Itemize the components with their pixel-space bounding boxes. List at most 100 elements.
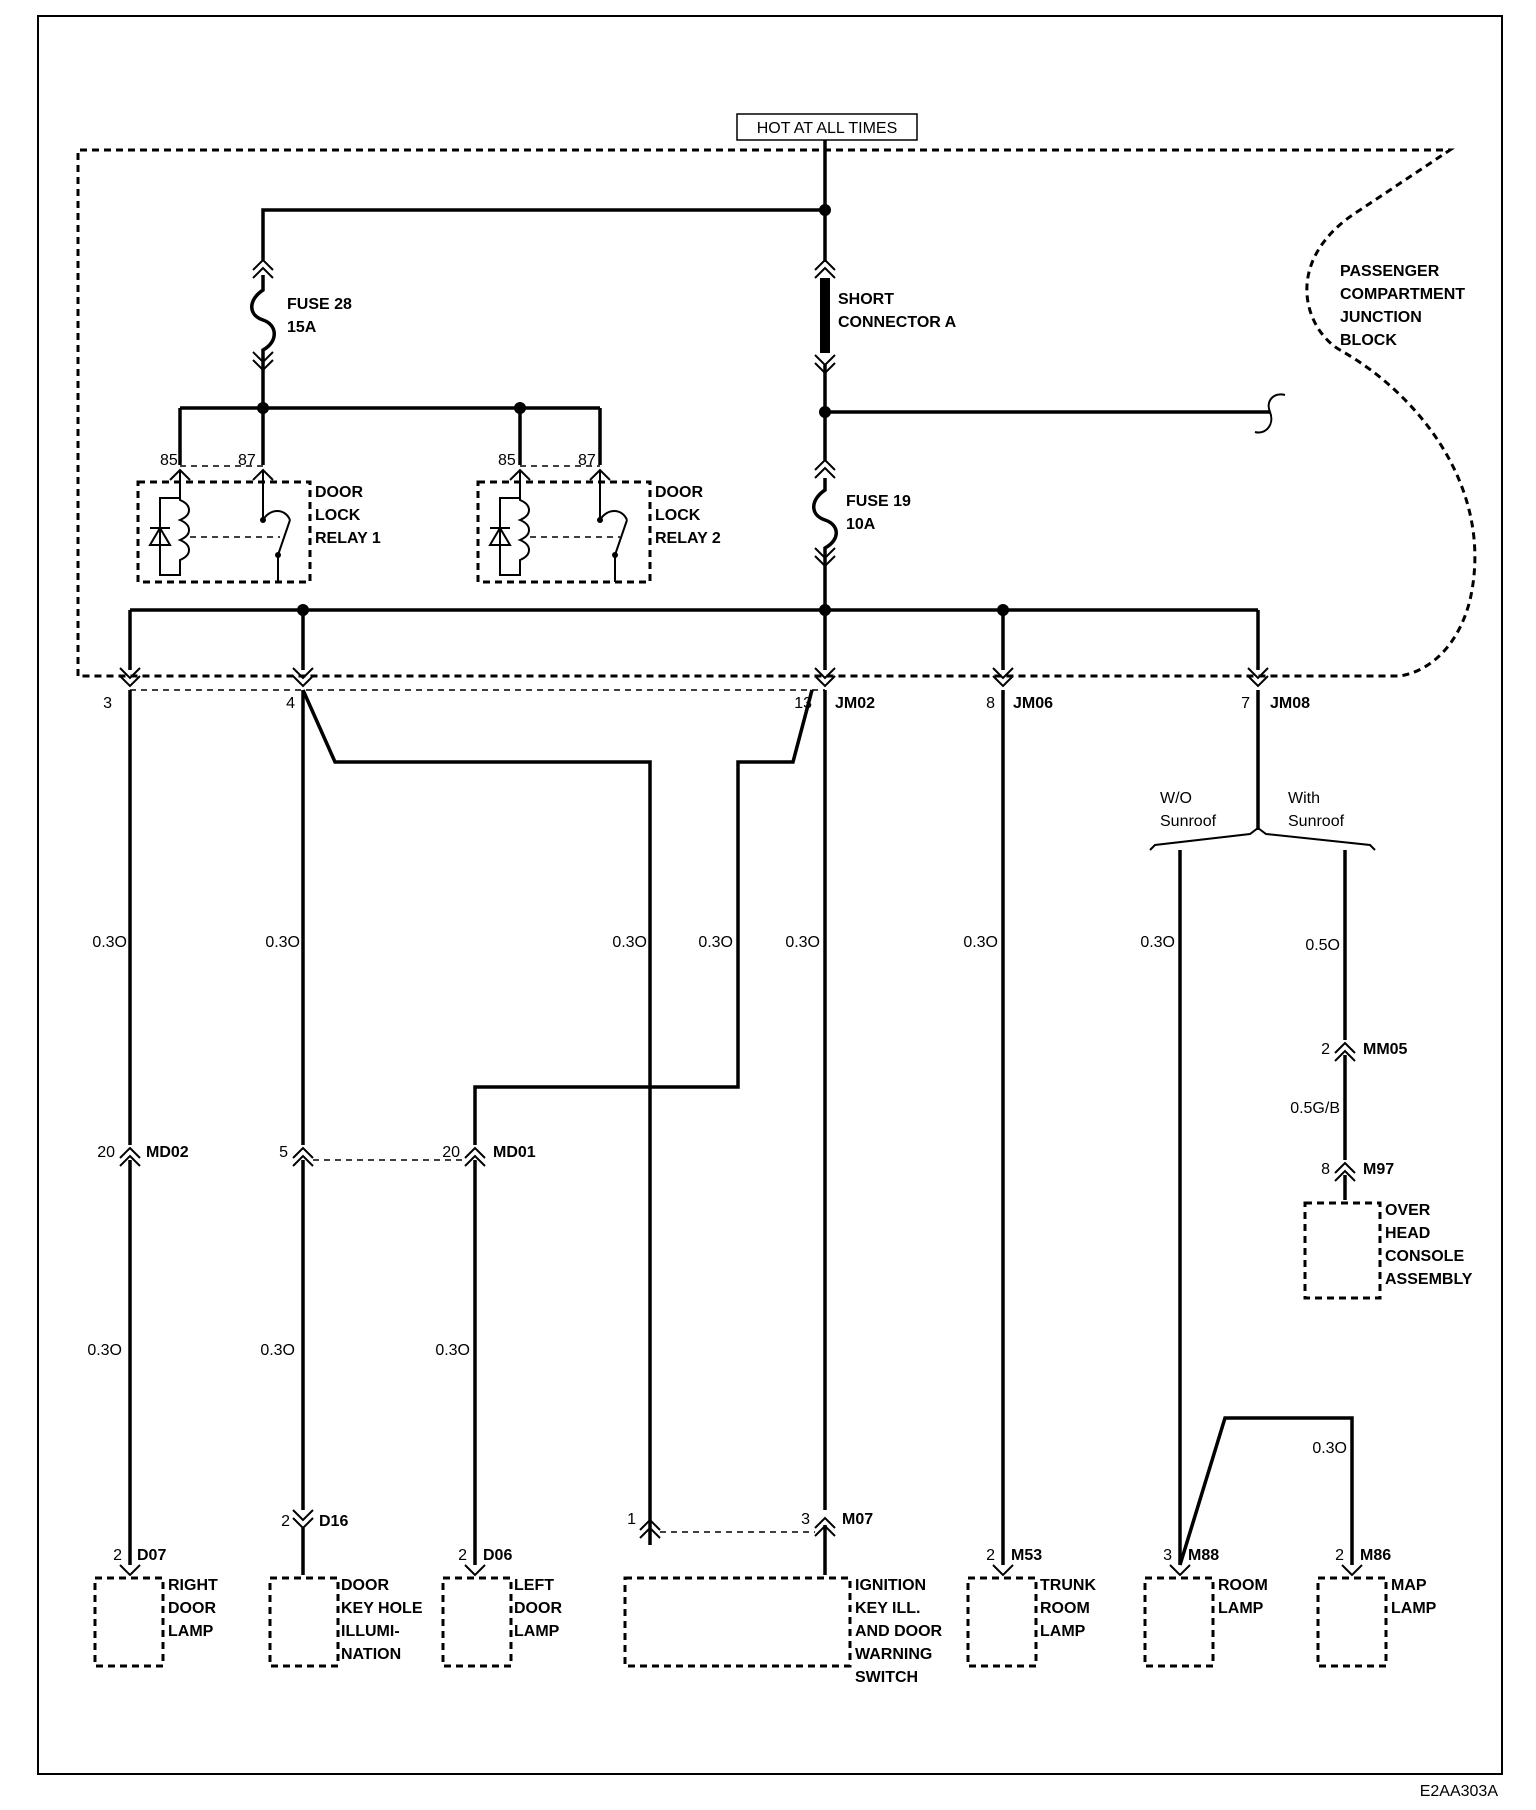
wire-spec-w8: 0.5O xyxy=(1305,937,1340,954)
md02-chevron xyxy=(119,1146,141,1167)
continuation-break xyxy=(1254,393,1286,434)
wire-spec-w13: 0.3O xyxy=(1312,1440,1347,1457)
wire-room-to-map xyxy=(1178,1416,1354,1566)
ignition-switch-box xyxy=(623,1576,852,1668)
jm02-pin3-num: 3 xyxy=(103,695,112,712)
m88-label: M88 xyxy=(1188,1547,1219,1564)
d07-chevron xyxy=(119,1564,141,1577)
jm08-chevron xyxy=(1247,667,1269,688)
m97-chevron xyxy=(1334,1161,1356,1182)
m53-chevron xyxy=(992,1564,1014,1577)
map-lamp-label: MAP LAMP xyxy=(1391,1577,1437,1617)
d06-chevron xyxy=(464,1564,486,1577)
figure-code: E2AA303A xyxy=(1420,1783,1499,1800)
d06-pin-num: 2 xyxy=(458,1547,467,1564)
jm08-label: JM08 xyxy=(1270,695,1310,712)
wire-spec-w1: 0.3O xyxy=(92,934,127,951)
md01-label: MD01 xyxy=(493,1144,536,1161)
md02-label: MD02 xyxy=(146,1144,189,1161)
svg-text:85: 85 xyxy=(498,452,516,469)
svg-text:87: 87 xyxy=(578,452,596,469)
wire-pin4-to-ignition xyxy=(301,689,652,1545)
wire-spec-w10: 0.3O xyxy=(785,934,820,951)
jm06-chevron xyxy=(992,667,1014,688)
wire-spec-w11: 0.3O xyxy=(963,934,998,951)
outer-frame xyxy=(37,15,1503,1775)
md01-pin20-num: 20 xyxy=(442,1144,460,1161)
door-key-hole-box xyxy=(268,1576,340,1668)
trunk-room-lamp-box xyxy=(966,1576,1038,1668)
trunk-room-lamp-label: TRUNK ROOM LAMP xyxy=(1040,1577,1100,1640)
jm06-label: JM06 xyxy=(1013,695,1053,712)
svg-text:87: 87 xyxy=(238,452,256,469)
splice-bus-4 xyxy=(297,604,309,616)
m88-chevron xyxy=(1169,1564,1191,1577)
right-door-lamp-label: RIGHT DOOR LAMP xyxy=(168,1577,222,1640)
m86-chevron xyxy=(1341,1564,1363,1577)
splice-bus-13 xyxy=(819,604,831,616)
sunroof-without-label: W/O Sunroof xyxy=(1160,790,1217,830)
d07-pin-num: 2 xyxy=(113,1547,122,1564)
door-lock-relay-1: 85 87 xyxy=(136,452,312,584)
map-lamp-box xyxy=(1316,1576,1388,1668)
wire-spec-w3: 0.3O xyxy=(265,934,300,951)
m07-pin1-chevron xyxy=(639,1518,661,1539)
fuse19-symbol xyxy=(812,478,838,560)
ignition-switch-label: IGNITION KEY ILL. AND DOOR WARNING SWITC… xyxy=(855,1577,947,1686)
fuse28-chevrons-top xyxy=(252,258,274,279)
wire-spec-w2: 0.3O xyxy=(87,1342,122,1359)
md01-pin5-chevron xyxy=(292,1146,314,1167)
d16-pin-num: 2 xyxy=(281,1513,290,1530)
svg-text:85: 85 xyxy=(160,452,178,469)
relay1-label: DOOR LOCK RELAY 1 xyxy=(315,484,381,547)
jm02-pin4-num: 4 xyxy=(286,695,295,712)
left-door-lamp-label: LEFT DOOR LAMP xyxy=(514,1577,566,1640)
sunroof-with-label: With Sunroof xyxy=(1288,790,1345,830)
md02-pin-num: 20 xyxy=(97,1144,115,1161)
jm02-label: JM02 xyxy=(835,695,875,712)
m97-pin-num: 8 xyxy=(1321,1161,1330,1178)
power-label: HOT AT ALL TIMES xyxy=(757,120,898,137)
m53-pin-num: 2 xyxy=(986,1547,995,1564)
m07-label: M07 xyxy=(842,1511,873,1528)
wire-spec-w4: 0.3O xyxy=(260,1342,295,1359)
wire-spec-w6: 0.3O xyxy=(698,934,733,951)
fuse28-label: FUSE 28 15A xyxy=(287,296,356,336)
jm02-pin13-chevron xyxy=(814,667,836,688)
d16-label: D16 xyxy=(319,1513,348,1530)
power-label-box xyxy=(736,113,918,141)
d16-chevron xyxy=(292,1509,314,1530)
left-door-lamp-box xyxy=(441,1576,513,1668)
room-lamp-box xyxy=(1143,1576,1215,1668)
mm05-label: MM05 xyxy=(1363,1041,1408,1058)
m53-label: M53 xyxy=(1011,1547,1042,1564)
m97-label: M97 xyxy=(1363,1161,1394,1178)
md01-pin20-chevron xyxy=(464,1146,486,1167)
jm08-pin-num: 7 xyxy=(1241,695,1250,712)
wire-pin13-to-left-door xyxy=(473,689,814,1565)
m88-pin-num: 3 xyxy=(1163,1547,1172,1564)
sunroof-split xyxy=(1149,826,1376,851)
wire-spec-w5: 0.3O xyxy=(612,934,647,951)
m86-pin-num: 2 xyxy=(1335,1547,1344,1564)
door-lock-relay-2: 85 87 xyxy=(476,452,652,584)
md01-pin5-num: 5 xyxy=(279,1144,288,1161)
relay2-label: DOOR LOCK RELAY 2 xyxy=(655,484,721,547)
right-door-lamp-box xyxy=(93,1576,165,1668)
m86-label: M86 xyxy=(1360,1547,1391,1564)
overhead-console-label: OVER HEAD CONSOLE ASSEMBLY xyxy=(1385,1202,1473,1288)
overhead-console-box xyxy=(1303,1201,1382,1300)
short-connector-label: SHORT CONNECTOR A xyxy=(838,291,957,331)
d07-label: D07 xyxy=(137,1547,166,1564)
junction-block-label: PASSENGER COMPARTMENT JUNCTION BLOCK xyxy=(1340,263,1469,349)
mm05-pin-num: 2 xyxy=(1321,1041,1330,1058)
fuse28-symbol xyxy=(250,275,276,365)
m07-pin3-chevron xyxy=(814,1516,836,1537)
short-connector-a xyxy=(820,278,830,353)
wire-spec-w12: 0.3O xyxy=(1140,934,1175,951)
junction-block-boundary xyxy=(76,148,1477,678)
room-lamp-label: ROOM LAMP xyxy=(1218,1577,1272,1617)
jm02-pin4-chevron xyxy=(292,667,314,688)
splice-bus-8 xyxy=(997,604,1009,616)
